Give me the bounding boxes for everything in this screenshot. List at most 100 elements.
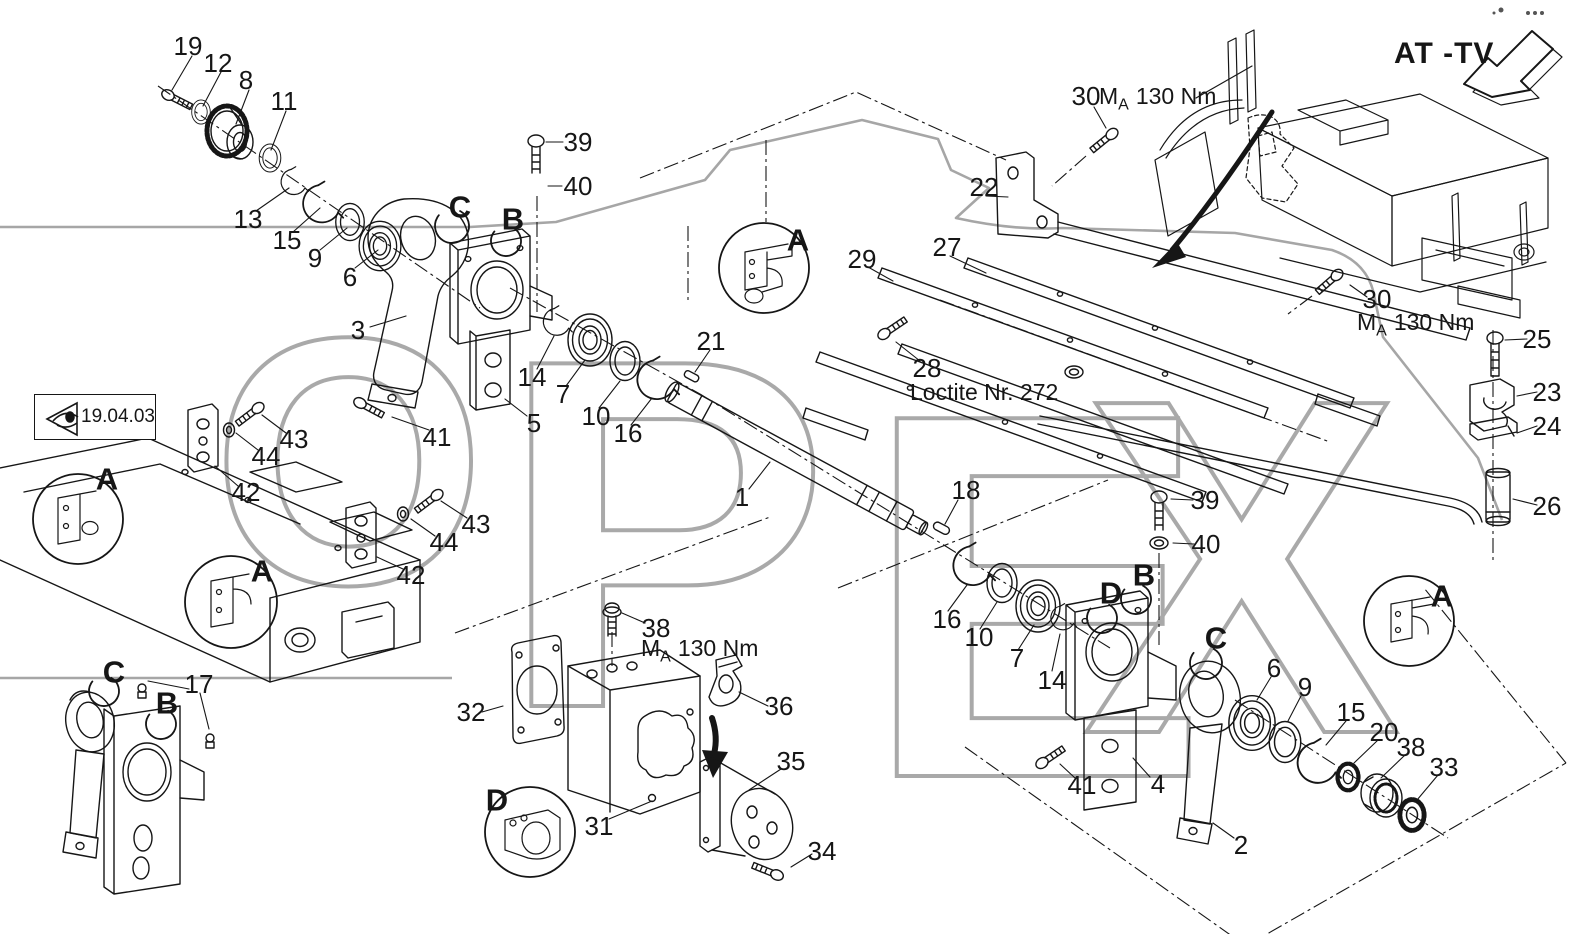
ring-set-bottom-right xyxy=(1228,694,1424,831)
part-callout-19-0: 19 xyxy=(173,31,203,61)
part-callout-16-22: 16 xyxy=(613,418,643,448)
part-callout-6-7: 6 xyxy=(342,262,358,292)
view-letter-B-64: B xyxy=(155,685,179,721)
torque-note-bottom: MA 130 Nm xyxy=(641,637,758,666)
exploded-pulley-set xyxy=(159,86,402,272)
part-callout-14-41: 14 xyxy=(1037,665,1067,695)
part-callout-14-19: 14 xyxy=(517,362,547,392)
leader-lines xyxy=(147,55,1538,868)
splined-bushing-38 xyxy=(1360,773,1403,818)
part-callout-40-37: 40 xyxy=(1191,529,1221,559)
motor-35 xyxy=(699,755,794,861)
screw-34 xyxy=(750,859,786,883)
watermark-letter-p: P xyxy=(498,255,830,812)
detail-circle-contents xyxy=(57,243,1435,860)
torque-value: 130 Nm xyxy=(677,635,759,661)
part-callout-23-33: 23 xyxy=(1532,377,1562,407)
view-letter-A-60: A xyxy=(250,553,274,589)
curved-arrow-icon xyxy=(1152,109,1275,268)
view-letter-D-68: D xyxy=(1099,575,1123,611)
part-callout-32-52: 32 xyxy=(456,697,486,727)
bearing-housing-b-top xyxy=(449,228,553,345)
torque-symbol: M xyxy=(641,635,661,661)
part-callout-31-55: 31 xyxy=(584,811,614,841)
part-callout-10-21: 10 xyxy=(581,401,611,431)
part-callout-8-2: 8 xyxy=(238,65,254,95)
part-callout-34-56: 34 xyxy=(807,836,837,866)
view-letter-C-65: C xyxy=(448,189,472,225)
drive-shaft xyxy=(664,370,951,536)
part-callout-42-13: 42 xyxy=(231,477,261,507)
part-callout-9-6: 9 xyxy=(307,243,323,273)
clamp-plates-42 xyxy=(187,399,446,569)
arm-c-top xyxy=(367,198,470,409)
detail-circles xyxy=(32,222,1455,878)
torque-subscript: A xyxy=(1376,322,1387,340)
part-callout-26-35: 26 xyxy=(1532,491,1562,521)
part-callout-41-48: 41 xyxy=(1067,770,1097,800)
revision-date: 19.04.03 xyxy=(81,406,155,427)
part-callout-2-50: 2 xyxy=(1233,830,1249,860)
part-callout-42-18: 42 xyxy=(396,560,426,590)
plate-5 xyxy=(469,329,511,411)
eye-icon xyxy=(45,401,79,437)
part-callout-21-23: 21 xyxy=(696,326,726,356)
part-callout-30-30: 30 xyxy=(1071,81,1101,111)
view-letter-B-63: B xyxy=(1132,557,1156,593)
screw-30-top xyxy=(1087,125,1121,155)
part-callout-15-5: 15 xyxy=(272,225,302,255)
part-callout-27-26: 27 xyxy=(932,232,962,262)
part-callout-1-24: 1 xyxy=(734,482,750,512)
fasteners xyxy=(351,125,1346,883)
torque-value: 130 Nm xyxy=(1135,83,1217,109)
revision-stamp: 19.04.03 xyxy=(34,394,156,440)
part-callout-9-43: 9 xyxy=(1297,672,1313,702)
part-callout-22-28: 22 xyxy=(969,172,999,202)
view-letter-A-58: A xyxy=(786,222,810,258)
view-letter-A-59: A xyxy=(95,461,119,497)
part-callout-16-38: 16 xyxy=(932,604,962,634)
view-letter-C-67: C xyxy=(102,654,126,690)
torque-symbol: M xyxy=(1357,309,1377,335)
torque-note-right: MA 130 Nm xyxy=(1357,311,1474,340)
part-callout-29-25: 29 xyxy=(847,244,877,274)
detail-circle-a-right xyxy=(1363,575,1455,667)
torque-value: 130 Nm xyxy=(1393,309,1475,335)
part-callout-6-42: 6 xyxy=(1266,653,1282,683)
letter-arc-marks xyxy=(88,208,1223,740)
part-callout-17-51: 17 xyxy=(184,669,214,699)
detail-circle-a-left1 xyxy=(32,473,124,565)
view-letter-D-69: D xyxy=(485,782,509,818)
arm-c-right xyxy=(1176,660,1241,845)
block-arrow-left-icon xyxy=(1463,30,1563,106)
machine-overview xyxy=(1154,29,1549,319)
clamping-rails xyxy=(802,257,1381,503)
key-21 xyxy=(683,370,700,383)
bolt-39-right xyxy=(1150,490,1168,531)
part-callout-44-12: 44 xyxy=(251,441,281,471)
part-callout-25-32: 25 xyxy=(1522,324,1552,354)
view-letter-C-66: C xyxy=(1204,620,1228,656)
part-callout-38-57: 38 xyxy=(641,613,671,643)
part-callout-24-34: 24 xyxy=(1532,411,1562,441)
view-direction-label: AT -TV xyxy=(1394,37,1495,70)
part-callout-33-47: 33 xyxy=(1429,752,1459,782)
plate-4 xyxy=(1083,709,1137,811)
watermark-letter-x: X xyxy=(1082,300,1403,834)
torque-symbol: M xyxy=(1099,83,1119,109)
part-callout-28-27: 28 xyxy=(912,353,942,383)
loctite-note: Loctite Nr. 272 xyxy=(910,379,1059,405)
part-callout-11-3: 11 xyxy=(270,86,298,116)
part-callout-44-17: 44 xyxy=(429,527,459,557)
torque-subscript: A xyxy=(660,648,671,666)
part-callout-7-40: 7 xyxy=(1009,643,1025,673)
bracket-22 xyxy=(995,151,1471,341)
watermark-letter-o: O xyxy=(212,264,486,658)
part-callout-20-45: 20 xyxy=(1369,717,1399,747)
torque-subscript: A xyxy=(1118,96,1129,114)
part-callout-18-29: 18 xyxy=(951,475,981,505)
bearing-housing-b-bottom-left xyxy=(103,705,205,895)
part-callout-10-39: 10 xyxy=(964,622,994,652)
detail-circle-d xyxy=(484,786,576,878)
